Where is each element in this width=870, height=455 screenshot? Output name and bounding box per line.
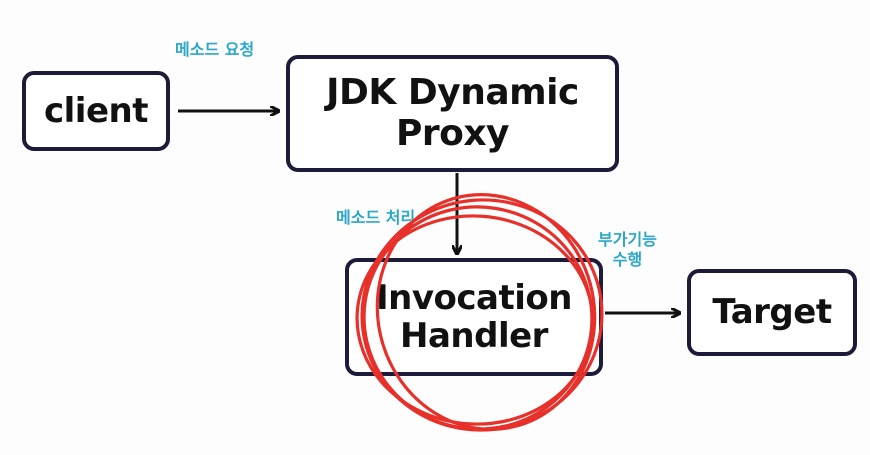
edge-label-additional-function: 부가기능 수행 (598, 230, 657, 270)
jdk-dynamic-proxy-node: JDK Dynamic Proxy (286, 55, 619, 172)
handler-node-label-line2: Handler (400, 316, 548, 356)
edge-label-additional-function-line1: 부가기능 (598, 230, 657, 249)
handler-node-label-line1: Invocation (376, 277, 572, 318)
edge-label-additional-function-line2: 수행 (612, 250, 643, 269)
client-node: client (22, 71, 170, 151)
edge-label-method-processing: 메소드 처리 (336, 208, 416, 227)
invocation-handler-node: Invocation Handler (345, 258, 603, 376)
edge-label-method-request: 메소드 요청 (175, 40, 255, 59)
proxy-node-label-line1: JDK Dynamic (326, 72, 579, 114)
target-node: Target (687, 269, 857, 356)
target-node-label: Target (712, 292, 832, 333)
client-node-label: client (44, 90, 148, 131)
proxy-node-label-line2: Proxy (395, 112, 510, 154)
